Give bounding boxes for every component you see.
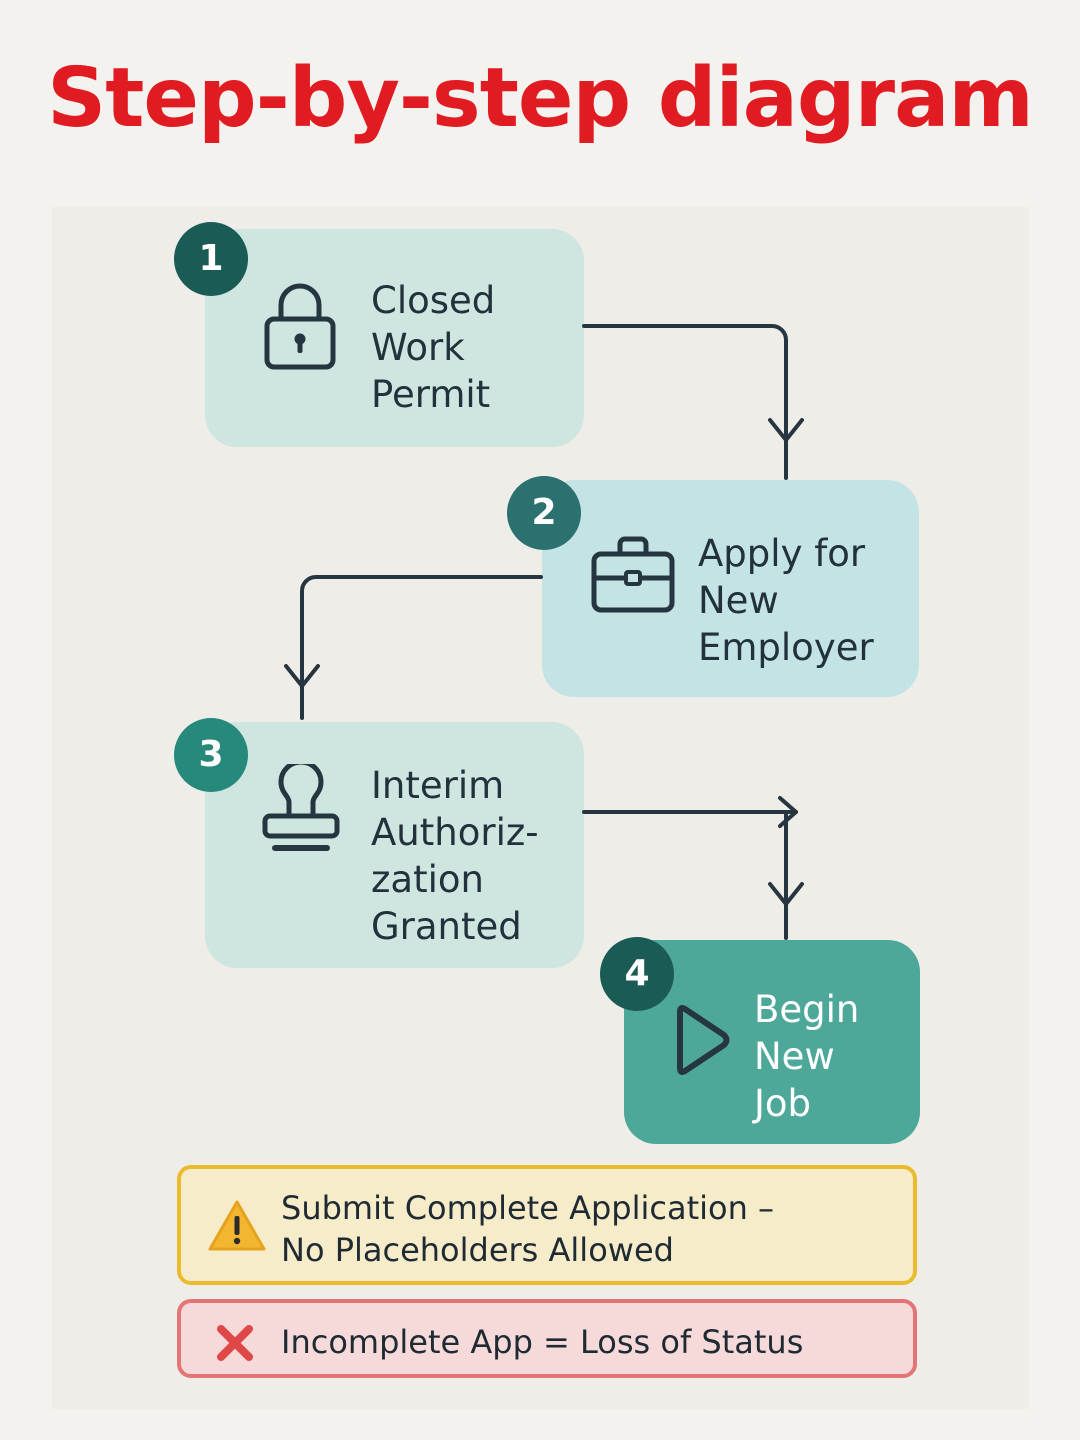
step-1-label: Closed Work Permit bbox=[371, 279, 496, 416]
error-text: Incomplete App = Loss of Status bbox=[281, 1323, 804, 1361]
step-2-label: Apply for New Employer bbox=[698, 532, 874, 669]
briefcase-icon bbox=[591, 536, 675, 613]
connector-1-to-2 bbox=[582, 324, 788, 480]
step-2-box: Apply for New Employer bbox=[542, 480, 919, 697]
step-4-badge: 4 bbox=[600, 937, 674, 1011]
close-icon bbox=[217, 1325, 253, 1361]
arrowhead-2-to-3 bbox=[284, 664, 320, 688]
step-3-label: Interim Authoriz- zation Granted bbox=[371, 764, 539, 948]
warning-callout: Submit Complete Application – No Placeho… bbox=[177, 1165, 917, 1285]
step-4-label: Begin New Job bbox=[754, 988, 860, 1125]
warning-icon bbox=[208, 1200, 266, 1251]
step-3-badge: 3 bbox=[174, 718, 248, 792]
page-title: Step-by-step diagram bbox=[47, 51, 1034, 146]
arrowhead-3-to-4 bbox=[768, 882, 804, 906]
lock-icon bbox=[264, 283, 336, 370]
connector-2-to-3 bbox=[300, 575, 543, 720]
arrowhead-1-to-2 bbox=[768, 418, 804, 442]
step-3-box: Interim Authoriz- zation Granted bbox=[205, 722, 584, 968]
step-1-badge: 1 bbox=[174, 222, 248, 296]
play-icon bbox=[677, 1005, 730, 1075]
step-2-badge: 2 bbox=[507, 476, 581, 550]
warning-text: Submit Complete Application – No Placeho… bbox=[281, 1189, 775, 1269]
stamp-icon bbox=[262, 764, 340, 851]
step-1-box: Closed Work Permit bbox=[205, 229, 584, 447]
error-callout: Incomplete App = Loss of Status bbox=[177, 1299, 917, 1378]
